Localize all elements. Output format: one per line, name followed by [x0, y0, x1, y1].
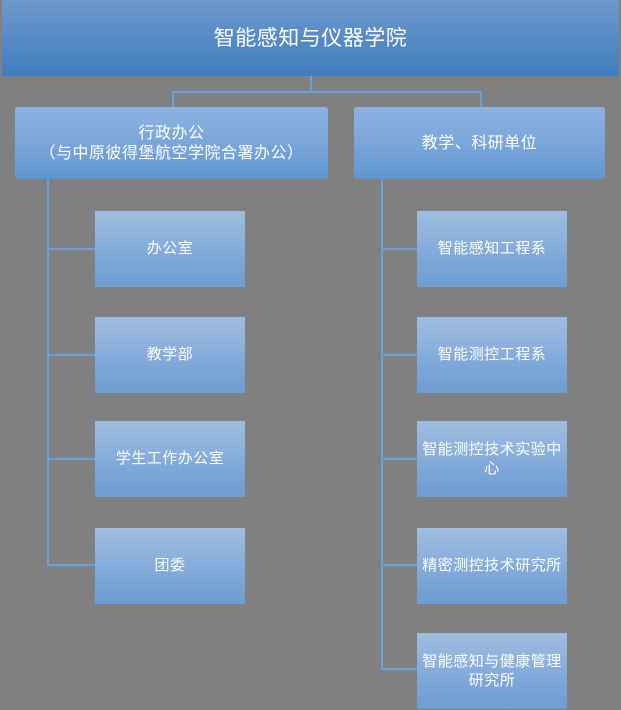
connector-drop-administration	[172, 91, 174, 108]
connector-root-spreader	[172, 91, 482, 93]
connector-branch-measurement-tech-lab-center	[381, 458, 418, 460]
leaf-node-student-affairs[interactable]: 学生工作办公室	[95, 421, 245, 497]
branch-node-administration[interactable]: 行政办公 （与中原彼得堡航空学院合署办公）	[15, 107, 328, 179]
leaf-node-office[interactable]: 办公室	[95, 211, 245, 287]
connector-branch-sensing-health-mgmt-inst	[381, 668, 418, 670]
leaf-node-teaching-dept[interactable]: 教学部	[95, 317, 245, 393]
root-node-college[interactable]: 智能感知与仪器学院	[2, 0, 619, 76]
connector-branch-youth-league	[47, 564, 96, 566]
leaf-node-measurement-tech-lab-center[interactable]: 智能测控技术实验中心	[417, 421, 567, 497]
leaf-node-sensing-health-mgmt-inst[interactable]: 智能感知与健康管理研究所	[417, 633, 567, 709]
leaf-node-precision-measurement-inst[interactable]: 精密测控技术研究所	[417, 528, 567, 604]
branch-node-academic-research[interactable]: 教学、科研单位	[354, 107, 605, 179]
leaf-node-intelligent-measurement-eng[interactable]: 智能测控工程系	[417, 317, 567, 393]
connector-branch-student-affairs	[47, 458, 96, 460]
connector-branch-office	[47, 248, 96, 250]
leaf-node-intelligent-sensing-eng[interactable]: 智能感知工程系	[417, 211, 567, 287]
connector-trunk-academic	[381, 179, 383, 669]
connector-branch-intelligent-measurement-eng	[381, 354, 418, 356]
connector-branch-teaching-dept	[47, 354, 96, 356]
connector-branch-precision-measurement-inst	[381, 564, 418, 566]
connector-root-stem	[310, 76, 312, 92]
connector-trunk-administration	[47, 179, 49, 564]
leaf-node-youth-league[interactable]: 团委	[95, 528, 245, 604]
connector-drop-academic	[480, 91, 482, 108]
connector-branch-intelligent-sensing-eng	[381, 248, 418, 250]
